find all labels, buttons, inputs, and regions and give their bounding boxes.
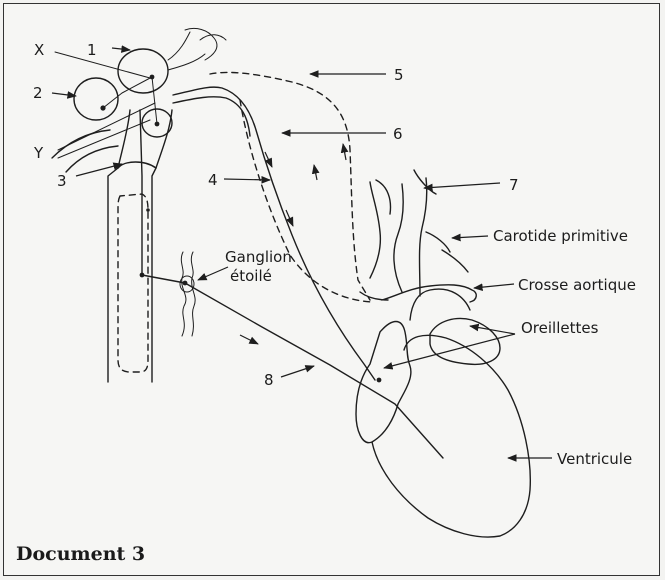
flow-arrow-3 [343, 144, 346, 160]
label-3: 3 [57, 172, 67, 190]
center-link-y [152, 77, 157, 124]
leader-2 [52, 93, 76, 96]
label-crosse: Crosse aortique [518, 276, 636, 294]
nerve-center-2 [74, 78, 118, 120]
label-5: 5 [394, 66, 404, 84]
spine-curve-outer [52, 130, 110, 158]
label-y: Y [33, 144, 44, 162]
document-caption: Document 3 [16, 543, 145, 565]
nerve-6 [173, 87, 375, 380]
leader-crosse [474, 284, 514, 288]
nerve-8 [142, 275, 443, 458]
label-8: 8 [264, 371, 274, 389]
label-2: 2 [33, 84, 43, 102]
flow-arrow-4 [314, 165, 317, 180]
label-ventricule: Ventricule [557, 450, 632, 468]
label-carotide: Carotide primitive [493, 227, 628, 245]
nerve-6-second [173, 97, 250, 136]
leader-4 [224, 179, 270, 180]
label-7: 7 [509, 176, 519, 194]
label-4: 4 [208, 171, 218, 189]
spinal-cord [108, 110, 172, 382]
label-6: 6 [393, 125, 403, 143]
leader-y-2 [58, 120, 150, 158]
leader-carotide [452, 236, 488, 238]
leader-ganglion [198, 267, 228, 280]
label-ganglion-line2: étoilé [230, 267, 272, 285]
leader-1 [112, 48, 130, 50]
spine-curve-inner [66, 146, 118, 172]
heart [356, 289, 530, 537]
label-oreillettes: Oreillettes [521, 319, 599, 337]
stellate-ganglion [180, 252, 195, 336]
leader-8 [281, 366, 314, 377]
leader-7 [424, 183, 500, 188]
leader-x [55, 52, 150, 78]
label-1: 1 [87, 41, 97, 59]
label-x: X [34, 41, 44, 59]
great-vessels [360, 170, 476, 302]
label-ganglion-line1: Ganglion [225, 248, 292, 266]
flow-arrow-5 [240, 335, 258, 344]
bulb-outline-top [168, 32, 205, 70]
